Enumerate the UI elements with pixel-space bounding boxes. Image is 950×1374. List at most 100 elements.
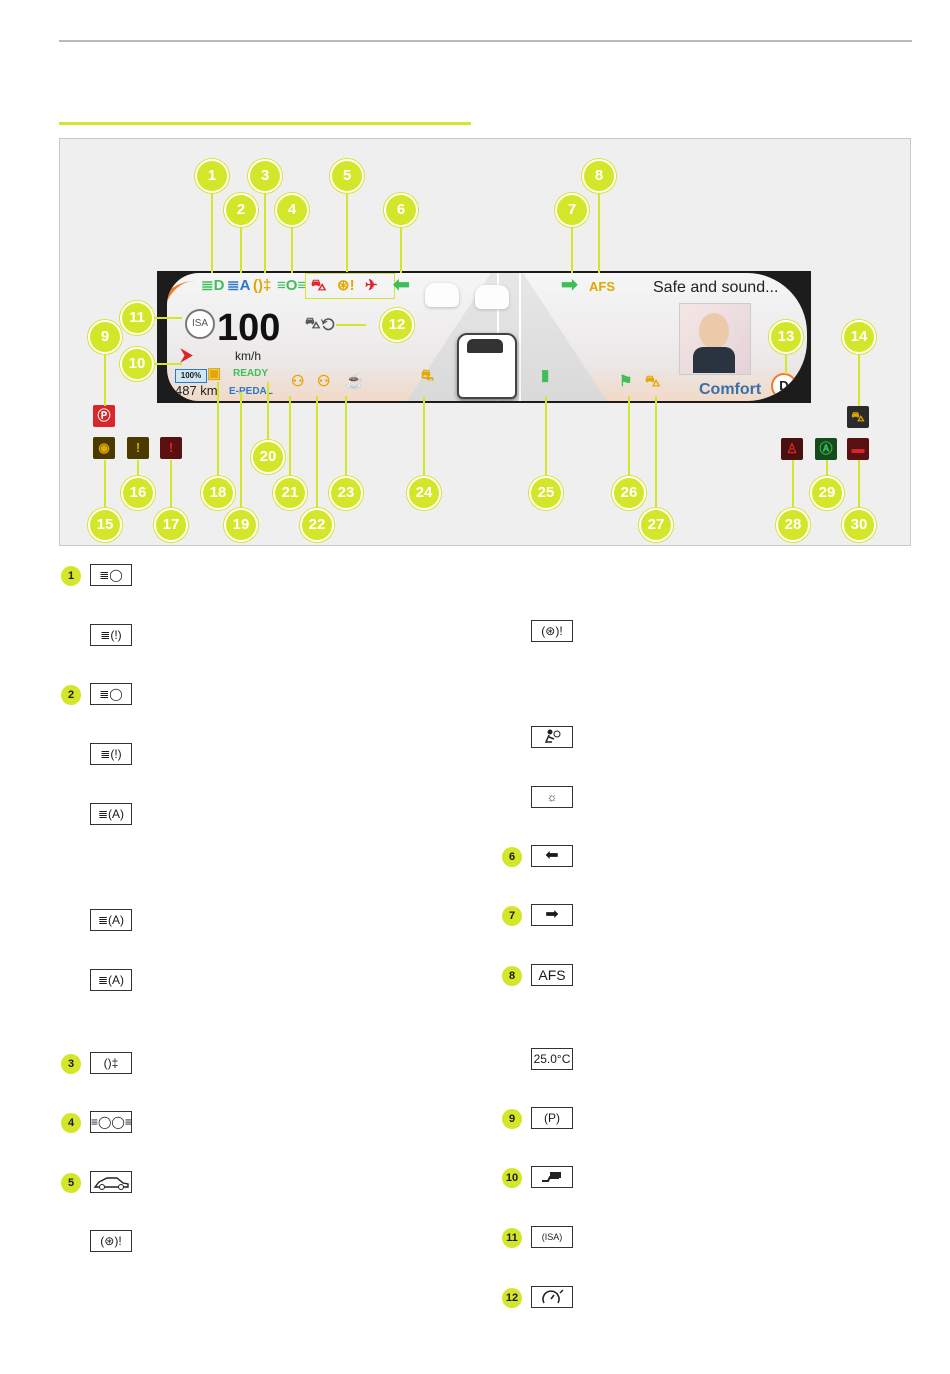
position-light-icon: ≡O≡ (277, 277, 307, 294)
headlight-icon: ≣◯ (90, 683, 132, 705)
legend-num-12: 12 (502, 1288, 522, 1308)
position-light-icon: ≡◯◯≡ (90, 1111, 132, 1133)
auto-headlight-icon: ≣(A) (90, 803, 132, 825)
avatar-suit (693, 347, 735, 373)
isa-icon: (ISA) (531, 1226, 573, 1248)
legend-num-8: 8 (502, 966, 522, 986)
airbag-icon (531, 726, 573, 748)
drive-mode: Comfort (699, 381, 762, 398)
instrument-cluster-display: ≣D ≣A ()‡ ≡O≡ ⛍ ⊛! ✈ ⬅ ➡ AFS Safe and so… (157, 271, 811, 403)
leader-line (655, 396, 657, 510)
leader-line (211, 190, 213, 273)
gear-indicator: D (771, 373, 797, 399)
rear-fog-icon: ()‡ (253, 277, 272, 294)
leader-line (628, 396, 630, 478)
charging-plug-icon: ⮞ (181, 347, 193, 364)
ego-car-window (467, 339, 503, 353)
leader-line (267, 382, 269, 442)
callout-24: 24 (407, 476, 441, 510)
greeting-text: Safe and sound... (653, 279, 779, 296)
callout-11: 11 (120, 301, 154, 335)
leader-line (240, 392, 242, 510)
callout-6: 6 (384, 193, 418, 227)
headlight-fault-icon: ≣(!) (90, 743, 132, 765)
headlight-icon: ≣D (201, 277, 225, 294)
battery-fault-icon: ▬ (847, 438, 869, 460)
top-rule (59, 40, 912, 42)
epedal-indicator: E-PEDAL (229, 386, 273, 397)
coffee-cup-icon: ☕ (345, 373, 364, 390)
callout-5: 5 (330, 159, 364, 193)
callout-21: 21 (273, 476, 307, 510)
lane-assist-icon: ⚇ (317, 373, 331, 390)
leader-line (152, 317, 182, 319)
callout-29: 29 (810, 476, 844, 510)
steering-fault-icon: (⊛)! (531, 620, 573, 642)
callout-10: 10 (120, 347, 154, 381)
legend-num-2: 2 (61, 685, 81, 705)
isa-badge: ISA (185, 309, 215, 339)
arrow-left-icon: ⬅ (393, 274, 410, 296)
high-beam-fault-icon: ≣(!) (90, 624, 132, 646)
leader-line (336, 324, 366, 326)
leader-line (137, 460, 139, 478)
cruise-gauge-icon: ⛍⟲ (305, 315, 336, 332)
callout-12: 12 (380, 308, 414, 342)
airbag-icon: ✈ (365, 277, 378, 294)
range-value: 487 km (175, 383, 218, 398)
leader-line (792, 460, 794, 510)
callout-23: 23 (329, 476, 363, 510)
callout-2: 2 (224, 193, 258, 227)
legend-num-7: 7 (502, 906, 522, 926)
leader-line (400, 224, 402, 273)
afs-indicator: AFS (589, 279, 615, 294)
leader-line (785, 352, 787, 374)
tire-pressure-icon: ! (127, 437, 149, 459)
cruise-gauge-icon (531, 1286, 573, 1308)
steering-fault-icon: (⊛)! (90, 1230, 132, 1252)
car-fault-icon (90, 1171, 132, 1193)
leader-line (291, 224, 293, 273)
collision-warning-icon: ⛍ (645, 373, 661, 390)
arrow-right-icon: ➡ (531, 904, 573, 926)
arrow-left-icon: ⬅ (531, 845, 573, 867)
callout-15: 15 (88, 508, 122, 542)
legend-num-11: 11 (502, 1228, 522, 1248)
callout-14: 14 (842, 320, 876, 354)
leader-line (289, 396, 291, 478)
abs-icon: ◉ (93, 437, 115, 459)
gauge-glyph-icon (542, 1289, 564, 1304)
leader-line (545, 396, 547, 478)
brake-warning-icon: ! (160, 437, 182, 459)
auto-hold-icon: Ⓐ (815, 438, 837, 460)
callout-13: 13 (769, 320, 803, 354)
legend-num-1: 1 (61, 566, 81, 586)
callout-16: 16 (121, 476, 155, 510)
plug-glyph-icon (542, 1172, 561, 1182)
driver-assist-off-icon: ⚇ (291, 373, 305, 390)
callout-28: 28 (776, 508, 810, 542)
callout-26: 26 (612, 476, 646, 510)
seatbelt-icon: ♙ (781, 438, 803, 460)
leader-line (104, 460, 106, 510)
steering-wheel-icon: ⊛! (337, 277, 355, 294)
callout-18: 18 (201, 476, 235, 510)
warning-group-box (305, 273, 395, 299)
auto-headlight-icon: ≣(A) (90, 909, 132, 931)
airbag-glyph-icon (544, 729, 561, 743)
rear-fog-icon: ()‡ (90, 1052, 132, 1074)
callout-20: 20 (251, 440, 285, 474)
legend-num-10: 10 (502, 1168, 522, 1188)
leader-line (217, 382, 219, 478)
callout-8: 8 (582, 159, 616, 193)
callout-30: 30 (842, 508, 876, 542)
callout-4: 4 (275, 193, 309, 227)
callout-7: 7 (555, 193, 589, 227)
esp-off-icon: ⛐ (421, 367, 434, 384)
avatar-face (699, 313, 729, 349)
leader-line (264, 190, 266, 273)
battery-warning-icon: ▣ (207, 365, 222, 382)
leader-line (104, 352, 106, 406)
auto-headlight-icon: ≣A (227, 277, 251, 294)
section-rule (59, 122, 471, 125)
